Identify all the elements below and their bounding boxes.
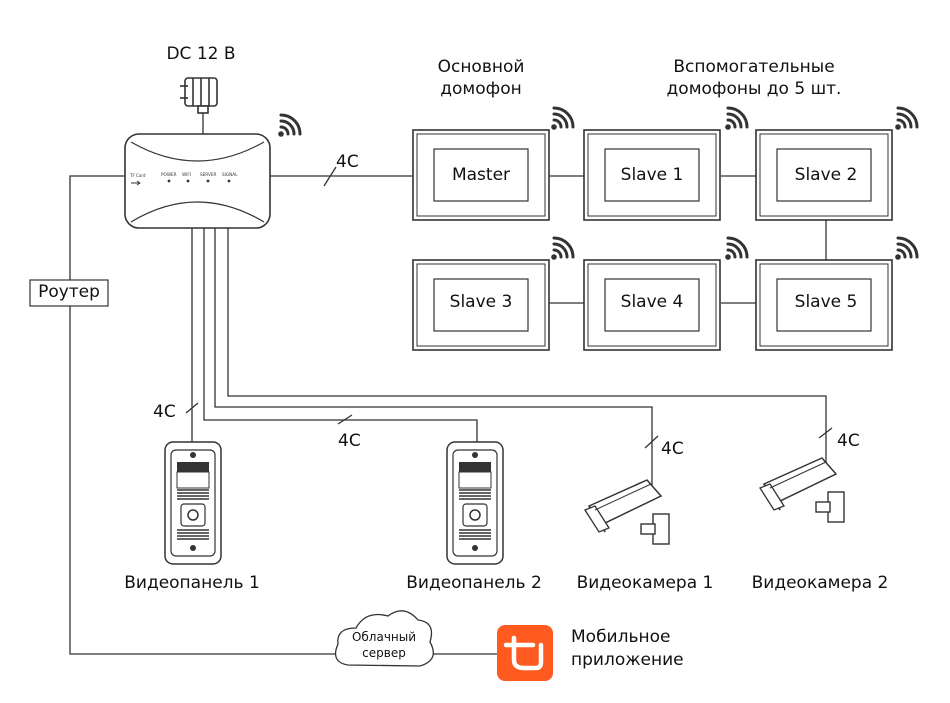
monitor-slave5 [755, 259, 893, 351]
hub-indicator-label: SIGNAL [222, 172, 238, 177]
main-intercom-label: Основной домофон [437, 57, 525, 99]
cameras [584, 457, 845, 545]
hub-indicator-label: POWER [161, 172, 177, 177]
wire-hub-camera1 [214, 228, 653, 486]
device-label-camera1: Видеокамера 1 [576, 573, 714, 593]
cable-mark-camera1 [644, 435, 659, 449]
wire-hub-camera2 [227, 228, 827, 464]
wifi-icon [725, 106, 749, 130]
monitor-slave3 [412, 259, 550, 351]
wifi-icon [725, 236, 749, 260]
video-panels [164, 441, 504, 565]
camera-1 [584, 479, 670, 545]
power-label: DC 12 В [166, 44, 236, 64]
wifi-icon [278, 113, 302, 137]
monitor-slave4 [583, 259, 721, 351]
wifi-icon [551, 236, 575, 260]
cloud-label: Облачный сервер [351, 630, 417, 660]
aux-intercom-label: Вспомогательные домофоны до 5 шт. [666, 57, 842, 99]
video-panel-1 [164, 441, 222, 565]
camera-2 [759, 457, 845, 523]
tuya-app-icon [497, 625, 553, 681]
monitor-label-slave3: Slave 3 [449, 292, 513, 312]
wifi-icon [551, 106, 575, 130]
cable-label-camera1: 4C [661, 439, 684, 459]
wifi-icon [895, 236, 919, 260]
monitor-label-master: Master [451, 165, 511, 185]
cable-label-camera2: 4C [837, 431, 860, 451]
wifi-icon [895, 106, 919, 130]
monitor-slave2 [755, 129, 893, 221]
wifi-icons [278, 106, 919, 260]
video-panel-2 [446, 441, 504, 565]
monitor-label-slave1: Slave 1 [620, 165, 684, 185]
device-label-panel1: Видеопанель 1 [124, 573, 260, 593]
device-label-camera2: Видеокамера 2 [751, 573, 889, 593]
cable-mark-panel1 [185, 402, 199, 414]
monitor-label-slave5: Slave 5 [794, 292, 858, 312]
cable-mark-panel2 [337, 414, 353, 425]
monitors [412, 129, 893, 351]
cable-label-panel1: 4C [153, 402, 176, 422]
device-label-panel2: Видеопанель 2 [406, 573, 542, 593]
cable-mark-hub [323, 166, 337, 187]
monitor-label-slave2: Slave 2 [794, 165, 858, 185]
app-label: Мобильное приложение [571, 627, 684, 670]
hub-box [124, 133, 271, 229]
power-plug-icon [180, 77, 218, 114]
monitor-label-slave4: Slave 4 [620, 292, 684, 312]
cable-mark-camera2 [818, 427, 833, 439]
cable-label-panel2: 4C [338, 431, 361, 451]
wires [69, 112, 833, 655]
hub-indicator-label: SERVER [200, 172, 216, 177]
hub-indicators: POWER WIFI SERVER SIGNAL [161, 172, 238, 177]
wire-router-cloud [69, 175, 340, 655]
router-box [29, 279, 109, 307]
hub-tf-label: TF Card [129, 173, 146, 178]
cloud-icon [334, 610, 434, 667]
cable-label-hub: 4C [336, 152, 359, 172]
monitor-master [412, 129, 550, 221]
wire-hub-panel2 [203, 228, 478, 444]
hub-indicator-label: WIFI [182, 172, 191, 177]
monitor-slave1 [583, 129, 721, 221]
router-label: Роутер [38, 282, 100, 302]
